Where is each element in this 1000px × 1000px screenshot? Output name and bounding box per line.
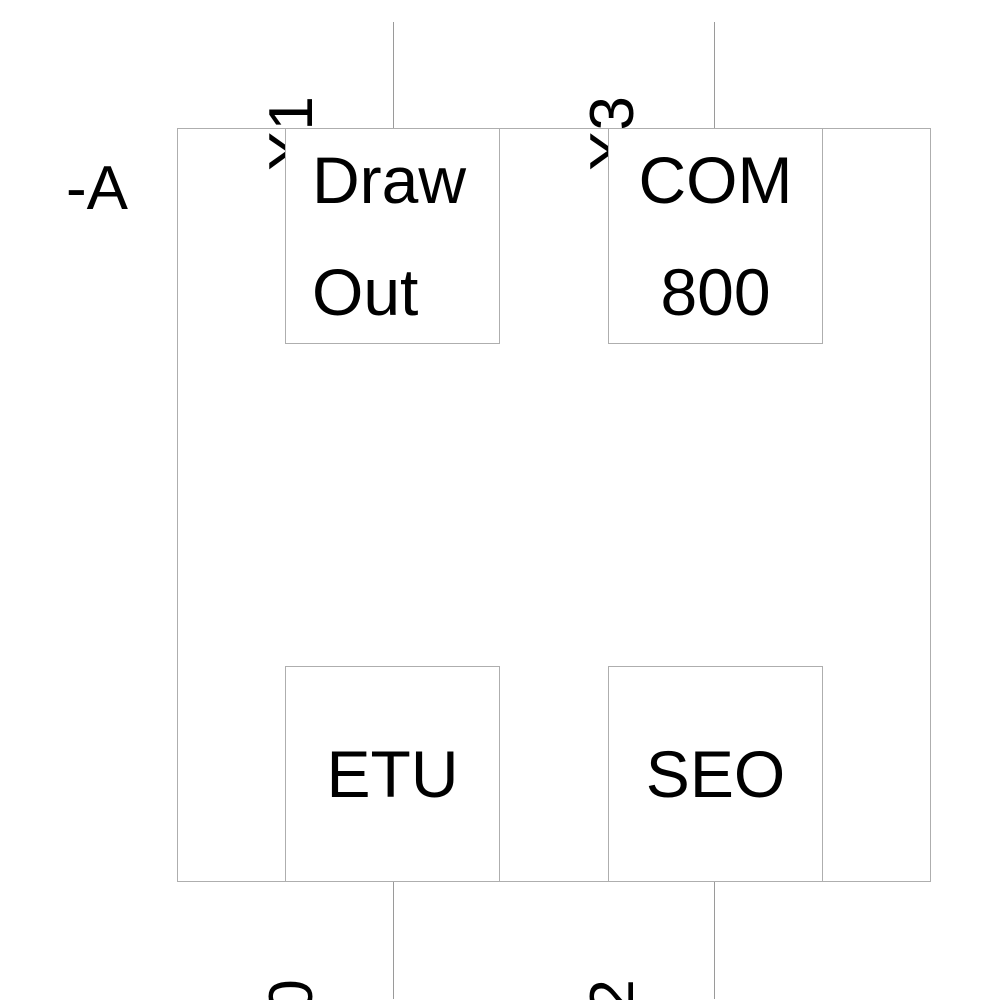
terminal-label-x2: X2 (578, 979, 647, 1000)
etu-block: ETU (285, 666, 500, 882)
com-800-block: COM 800 (608, 128, 823, 344)
draw-out-line-2: Out (312, 255, 419, 329)
draw-out-line-1: Draw (312, 143, 467, 217)
seo-block: SEO (608, 666, 823, 882)
terminal-stub-x2 (714, 881, 715, 999)
etu-line-1: ETU (326, 737, 459, 811)
com-800-line-1: COM (638, 143, 793, 217)
terminal-stub-x3 (714, 22, 715, 129)
terminal-stub-x0 (393, 881, 394, 999)
terminal-stub-x1 (393, 22, 394, 129)
terminal-label-x0: X0 (257, 979, 326, 1000)
seo-line-1: SEO (645, 737, 786, 811)
draw-out-block: Draw Out (285, 128, 500, 344)
enclosure-outline (177, 128, 931, 882)
enclosure-designation: -A (66, 154, 128, 223)
com-800-line-2: 800 (660, 255, 771, 329)
